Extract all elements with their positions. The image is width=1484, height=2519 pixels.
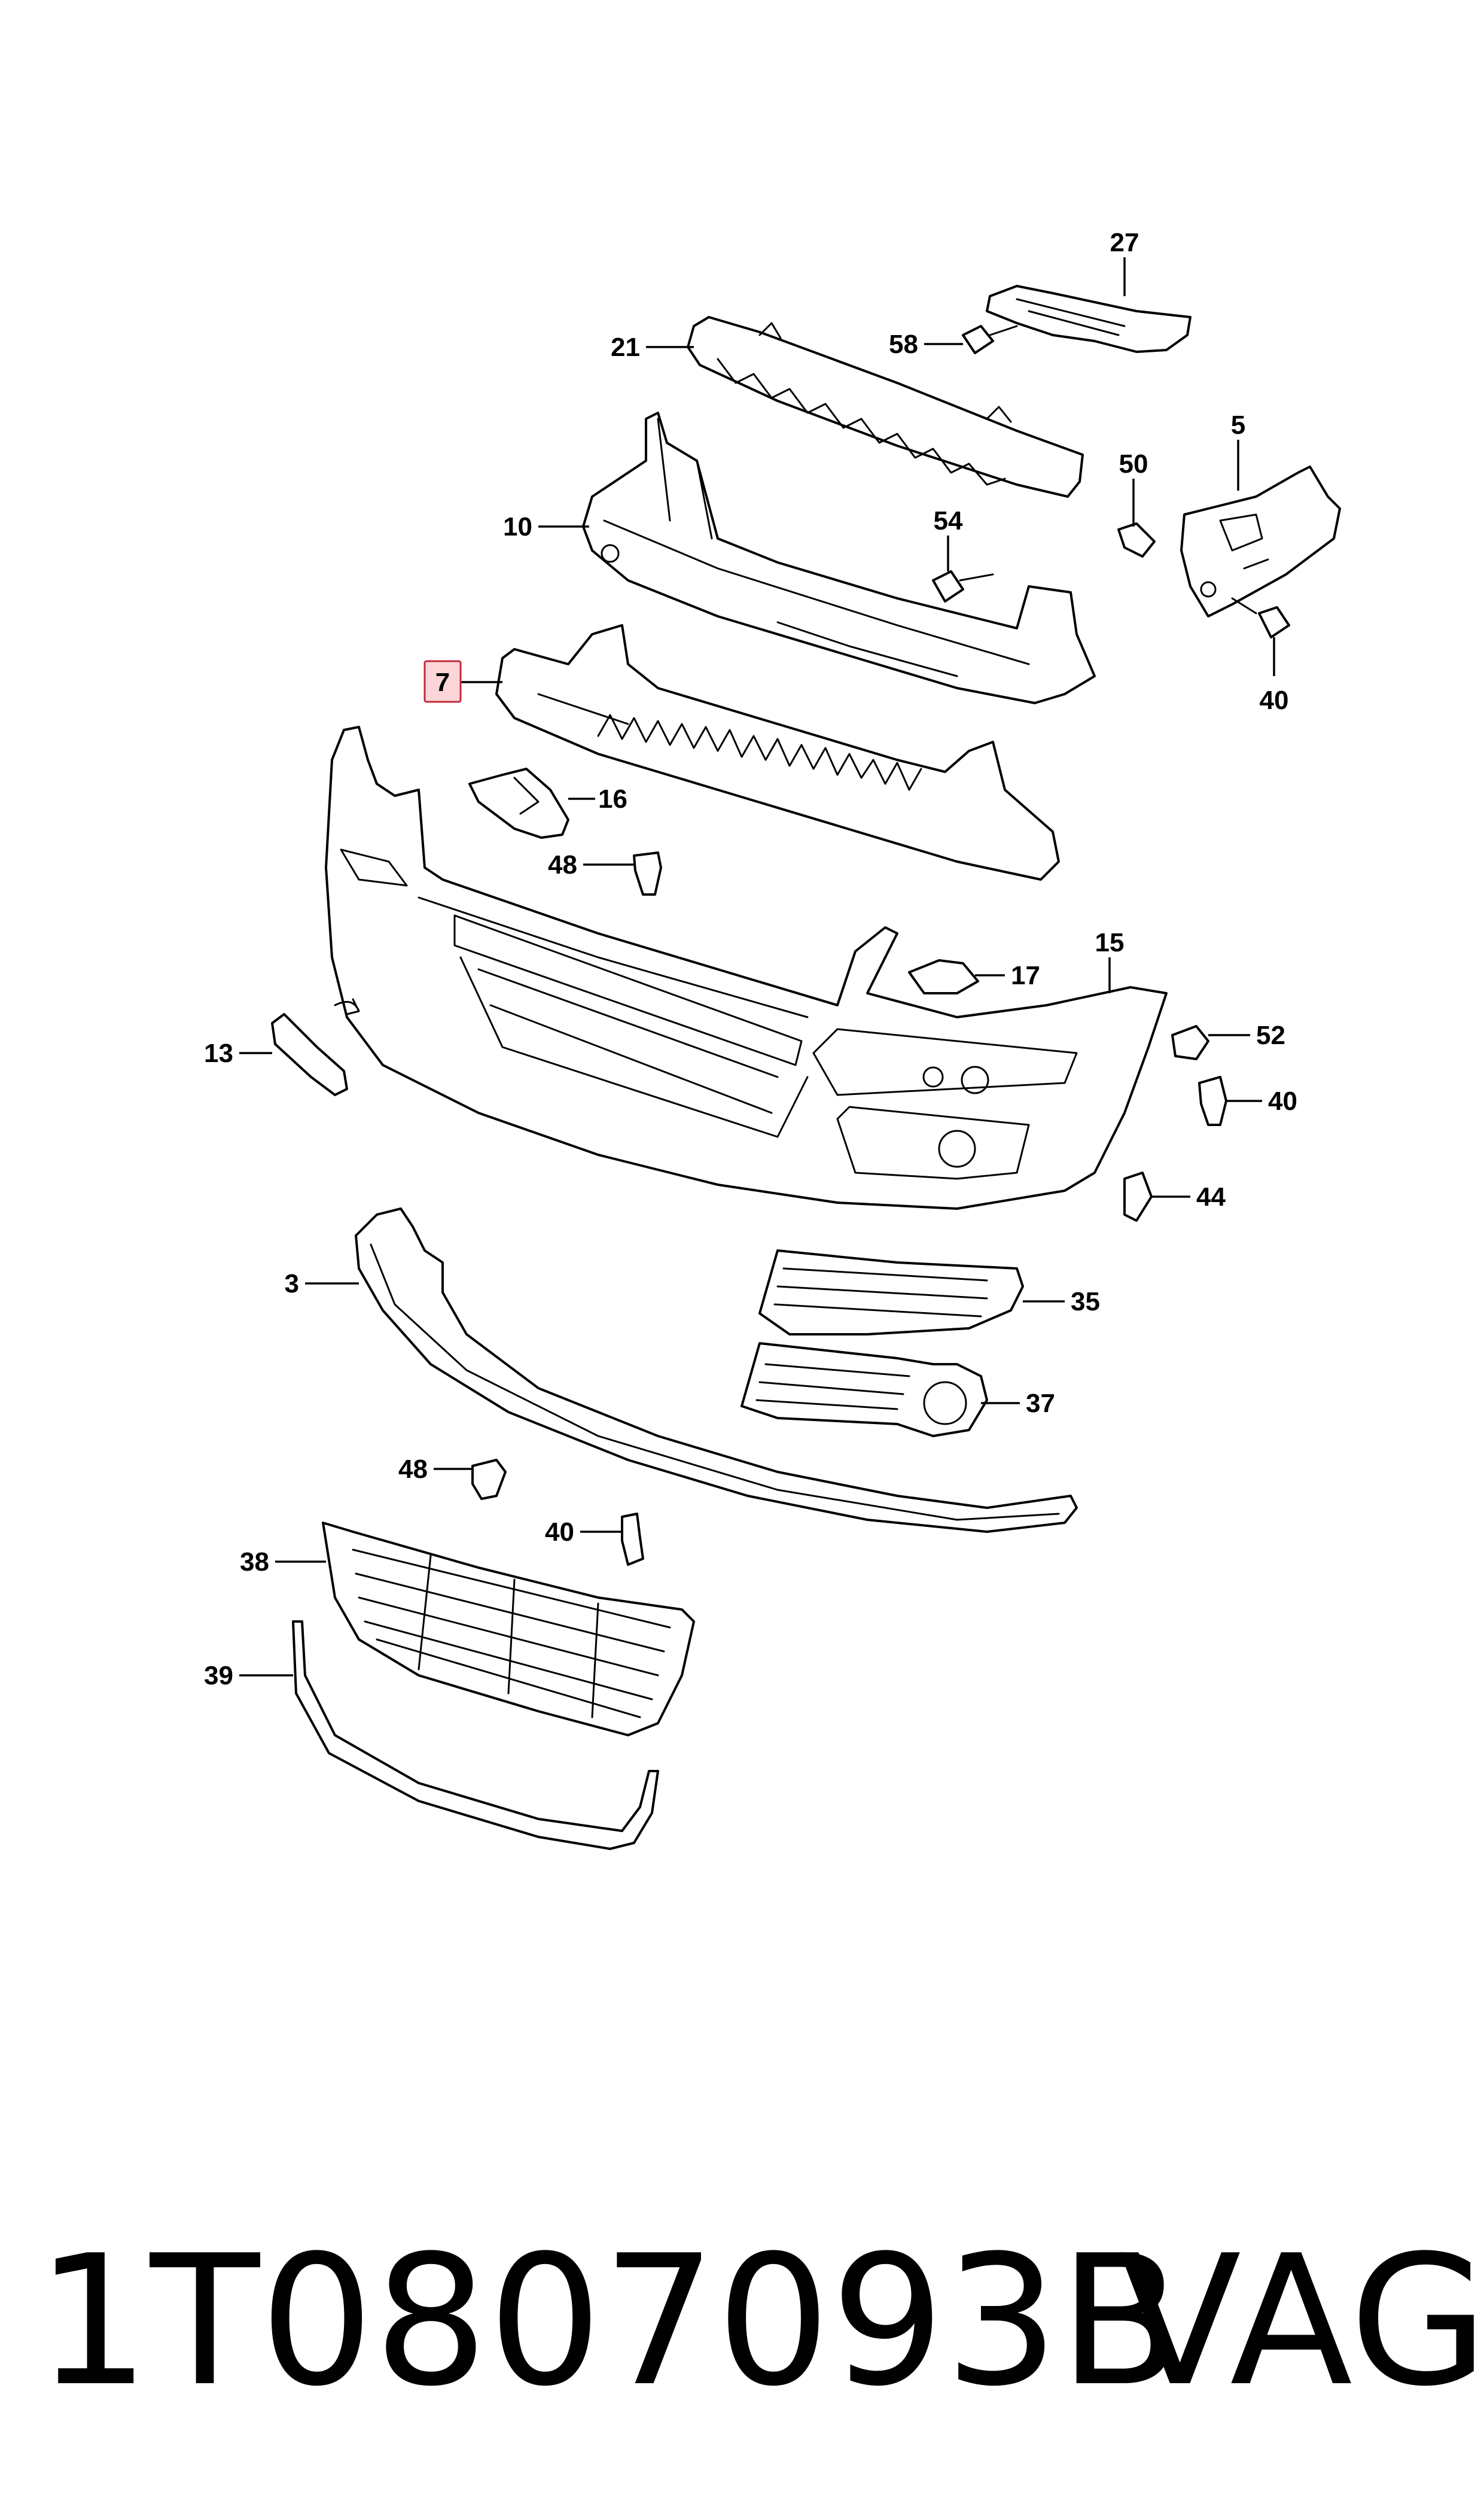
fastener-54 — [932, 570, 994, 603]
label-39: 39 — [204, 1661, 233, 1690]
fastener-40-top — [1231, 597, 1290, 638]
label-17: 17 — [1011, 961, 1040, 990]
label-7-highlight — [423, 660, 462, 703]
label-35: 35 — [1071, 1287, 1100, 1316]
label-21: 21 — [611, 333, 640, 362]
label-50: 50 — [1119, 449, 1148, 479]
fastener-40-bottom — [621, 1513, 644, 1566]
part-17-cap — [908, 959, 979, 994]
part-27-bracket — [986, 285, 1192, 353]
label-3: 3 — [285, 1269, 299, 1298]
fastener-58 — [962, 325, 1018, 354]
callout-labels: 27 21 58 5 50 10 54 7 40 16 48 15 17 52 … — [204, 228, 1297, 1690]
fastener-40-right — [1198, 1076, 1227, 1126]
part-39-trim — [292, 1620, 659, 1850]
label-52: 52 — [1256, 1021, 1285, 1050]
label-40-right: 40 — [1268, 1087, 1297, 1116]
fastener-44 — [1123, 1172, 1153, 1222]
leader-lines — [239, 257, 1275, 1677]
label-15: 15 — [1095, 928, 1125, 957]
part-35-grille — [758, 1249, 1024, 1335]
part-5-bracket — [1180, 466, 1341, 617]
label-38: 38 — [240, 1547, 269, 1577]
label-40-bottom: 40 — [545, 1517, 574, 1547]
part-number-caption: 1T0807093B — [36, 2217, 1183, 2426]
label-54: 54 — [934, 506, 963, 536]
label-5: 5 — [1231, 410, 1245, 440]
part-3-spoiler — [355, 1207, 1078, 1533]
label-48-bottom: 48 — [398, 1455, 428, 1484]
part-52-clip — [1171, 1025, 1209, 1060]
part-38-lower-grille — [322, 1522, 695, 1736]
label-37: 37 — [1026, 1389, 1055, 1418]
part-15-bumper-cover — [325, 726, 1168, 1210]
label-16: 16 — [598, 784, 627, 814]
part-16-clip — [468, 768, 569, 839]
label-40-top: 40 — [1260, 686, 1289, 715]
fastener-48-top — [633, 851, 662, 896]
part-37-fog-grille — [741, 1342, 988, 1437]
label-48-top: 48 — [548, 850, 577, 880]
label-10: 10 — [503, 512, 532, 541]
fastener-50 — [1117, 522, 1156, 558]
part-13-cover — [271, 998, 360, 1096]
part-10-carrier — [582, 412, 1096, 704]
label-44: 44 — [1196, 1182, 1226, 1212]
fastener-48-bottom — [471, 1459, 507, 1500]
part-7-absorber — [495, 624, 1060, 881]
label-13: 13 — [204, 1039, 233, 1068]
brand-caption: VAG — [1119, 2217, 1484, 2426]
part-21-absorber — [687, 316, 1084, 498]
label-58: 58 — [889, 330, 918, 359]
label-7: 7 — [435, 668, 450, 697]
label-27: 27 — [1110, 228, 1139, 257]
